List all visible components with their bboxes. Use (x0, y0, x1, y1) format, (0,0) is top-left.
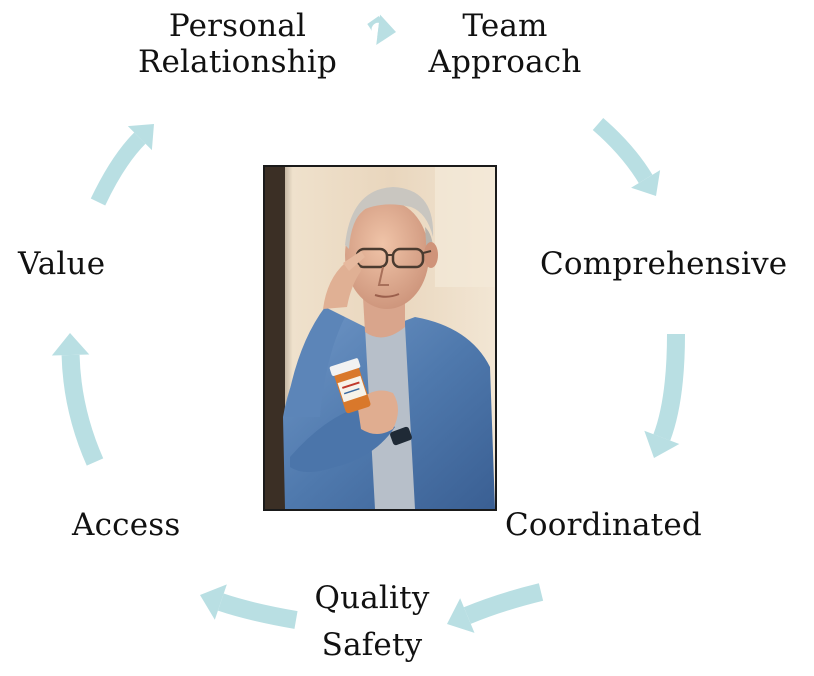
node-label-line: Value (18, 246, 106, 282)
arrow-head (51, 333, 90, 356)
node-comprehensive: Comprehensive (540, 246, 808, 282)
arrow-shaft (592, 117, 653, 184)
node-label-line: Access (72, 507, 181, 543)
node-access: Access (72, 507, 192, 543)
arrow-personal-to-team (367, 14, 396, 45)
arrow-shaft (90, 132, 146, 206)
arrow-head (200, 584, 227, 620)
node-label-line: Quality (314, 580, 430, 616)
node-label-line: Team (462, 8, 548, 44)
node-team-approach: Team Approach (410, 8, 600, 80)
arrow-team-to-comprehensive (592, 117, 661, 196)
arrow-head (127, 124, 154, 151)
node-coordinated: Coordinated (505, 507, 725, 543)
node-quality-safety: Quality Safety (287, 580, 457, 674)
arrow-head (447, 598, 475, 633)
node-label-line: Personal (168, 8, 307, 44)
arrow-head (376, 14, 396, 45)
node-label-line: Coordinated (505, 507, 702, 543)
arrow-comprehensive-to-coordinated (644, 333, 685, 458)
patient-photo (263, 165, 497, 511)
node-personal-relationship: Personal Relationship (120, 8, 355, 80)
arrow-shaft (463, 583, 544, 624)
photo-illustration (265, 167, 495, 509)
node-label-line: Relationship (137, 44, 338, 80)
arrow-value-to-personal (90, 124, 154, 206)
arrow-shaft (61, 354, 104, 466)
node-label-line: Comprehensive (540, 246, 788, 282)
node-value: Value (18, 246, 128, 282)
arrow-head (644, 430, 680, 458)
arrow-access-to-value (51, 333, 104, 466)
arrow-shaft (653, 333, 685, 441)
arrow-quality-to-access (200, 584, 298, 629)
arrow-shaft (217, 593, 298, 629)
node-label-line: Approach (428, 44, 582, 80)
arrow-coordinated-to-quality (447, 583, 544, 633)
node-label-line: Safety (321, 627, 423, 663)
arrow-head (631, 170, 661, 196)
arrow-shaft (367, 15, 386, 37)
